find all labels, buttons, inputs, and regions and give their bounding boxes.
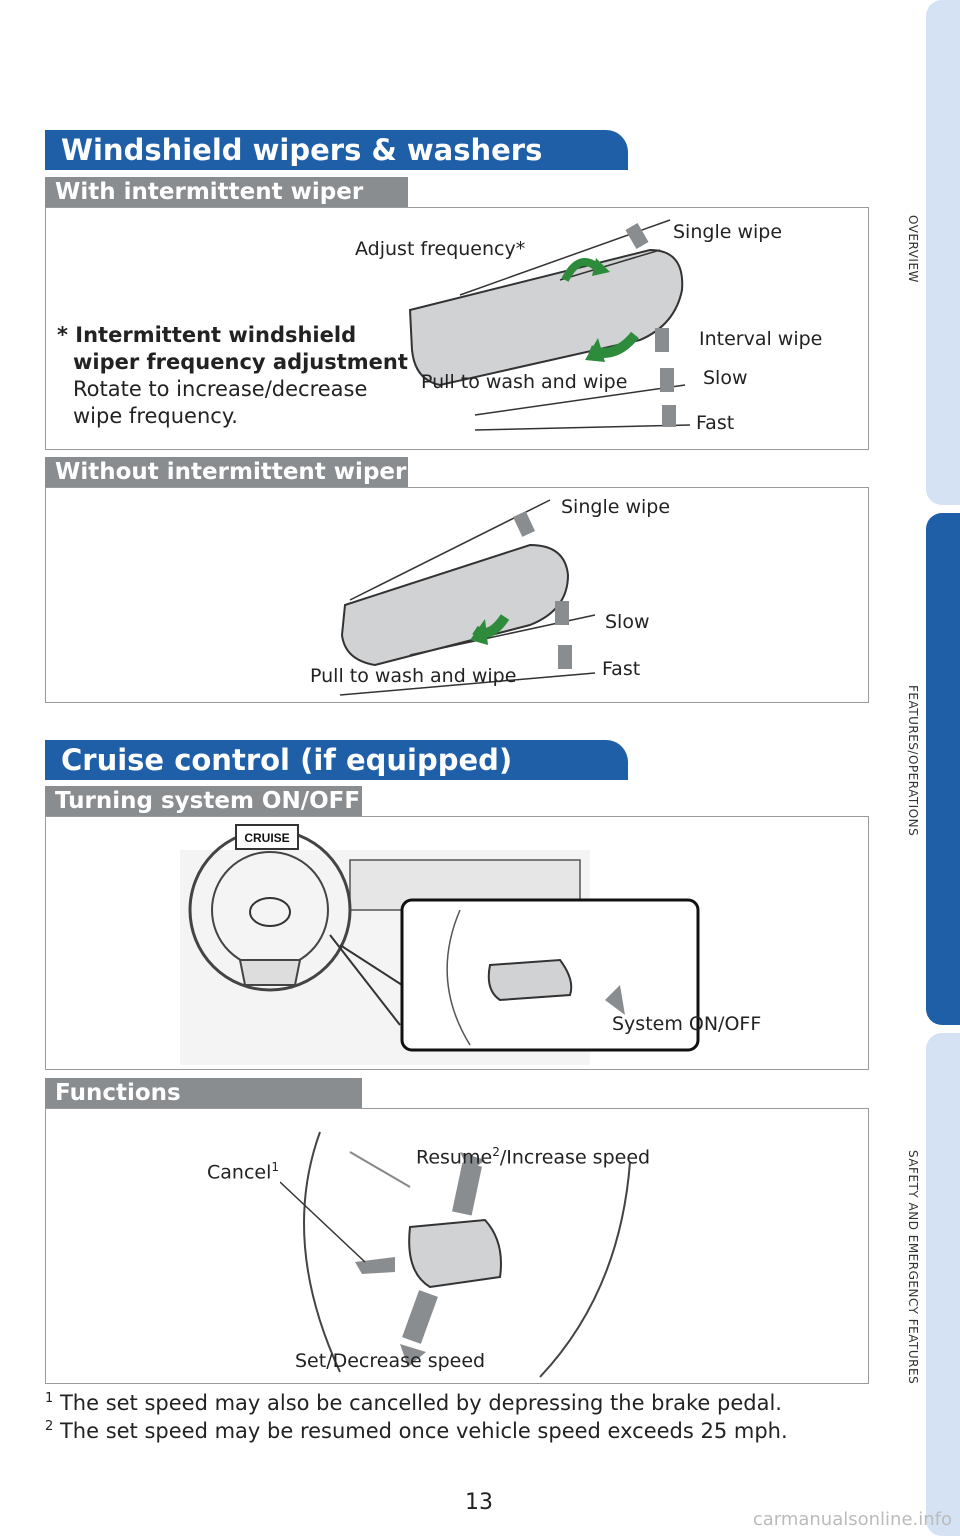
label-interval-wipe: Interval wipe — [699, 328, 823, 350]
cruise-title: Cruise control (if equipped) — [45, 740, 628, 780]
label-slow: Slow — [703, 367, 748, 389]
note-title-2: wiper frequency adjustment — [73, 350, 408, 374]
side-tab-safety[interactable] — [926, 1033, 960, 1536]
side-tab-overview[interactable] — [926, 0, 960, 505]
label-slow-basic: Slow — [605, 611, 650, 633]
label-adjust-frequency: Adjust frequency* — [355, 238, 526, 260]
page-number: 13 — [465, 1490, 493, 1515]
note-title-1: * Intermittent windshield — [57, 323, 357, 347]
wiper-lever-intermittent-illustration — [408, 219, 691, 431]
label-pull-wash-basic: Pull to wash and wipe — [310, 665, 517, 687]
cruise-lever-illustration — [280, 1131, 631, 1378]
without-intermittent-panel — [45, 487, 869, 703]
label-single-wipe: Single wipe — [673, 221, 783, 243]
watermark: carmanualsonline.info — [752, 1509, 952, 1530]
footnote-2-text: The set speed may be resumed once vehicl… — [59, 1419, 788, 1443]
label-pull-wash: Pull to wash and wipe — [421, 371, 628, 393]
label-single-wipe-basic: Single wipe — [561, 496, 671, 518]
cancel-text: Cancel — [207, 1161, 272, 1184]
side-label-overview: OVERVIEW — [906, 215, 920, 283]
side-label-safety: SAFETY AND EMERGENCY FEATURES — [906, 1150, 920, 1385]
side-label-features: FEATURES/OPERATIONS — [906, 685, 920, 837]
note-body-2: wipe frequency. — [73, 404, 238, 428]
resume-rest-text: /Increase speed — [499, 1146, 651, 1169]
label-resume: Resume2/Increase speed — [416, 1145, 650, 1168]
functions-heading: Functions — [45, 1078, 362, 1108]
resume-footnote-mark: 2 — [492, 1145, 500, 1159]
label-set-decrease: Set/Decrease speed — [295, 1350, 486, 1372]
label-system-on-off: System ON/OFF — [612, 1013, 762, 1035]
side-tab-features-operations[interactable] — [926, 513, 960, 1025]
without-intermittent-heading: Without intermittent wiper — [45, 457, 408, 487]
footnote-2: 2 The set speed may be resumed once vehi… — [45, 1419, 788, 1443]
note-body-1: Rotate to increase/decrease — [73, 377, 368, 401]
wipers-title: Windshield wipers & washers — [45, 130, 628, 170]
wiper-lever-basic-illustration — [339, 499, 596, 696]
turning-on-off-heading: Turning system ON/OFF — [45, 786, 362, 816]
footnote-2-mark: 2 — [45, 1419, 54, 1434]
resume-text: Resume — [416, 1146, 493, 1169]
label-fast: Fast — [696, 412, 735, 434]
footnote-1-text: The set speed may also be cancelled by d… — [59, 1391, 782, 1415]
cruise-button-label: CRUISE — [244, 831, 289, 845]
footnote-1-mark: 1 — [45, 1391, 54, 1406]
intermittent-note: * Intermittent windshield wiper frequenc… — [57, 322, 408, 430]
label-cancel: Cancel1 — [207, 1160, 279, 1183]
label-fast-basic: Fast — [602, 658, 641, 680]
cancel-footnote-mark: 1 — [271, 1160, 280, 1174]
with-intermittent-heading: With intermittent wiper — [45, 177, 408, 207]
footnote-1: 1 The set speed may also be cancelled by… — [45, 1391, 782, 1415]
dashboard-illustration: CRUISE — [180, 824, 700, 1065]
